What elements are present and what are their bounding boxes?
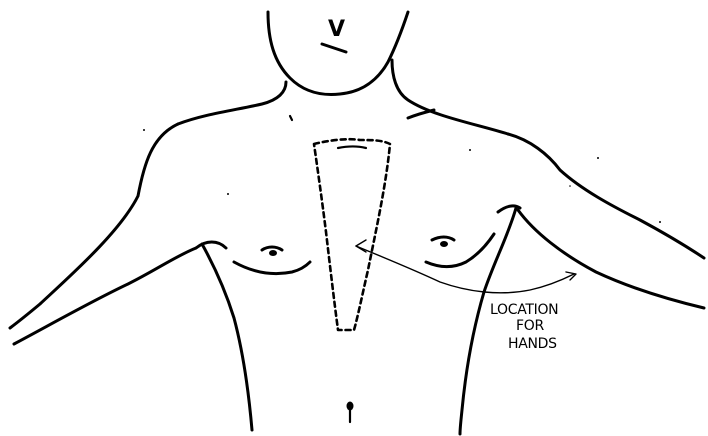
left-torso-side: [202, 244, 252, 430]
chin-mark-letter: V: [328, 17, 345, 42]
print-specks: [143, 129, 661, 223]
callout-line-3: HANDS: [508, 336, 557, 352]
neck-left-outline: [178, 82, 286, 124]
left-shoulder-outline: [10, 124, 178, 328]
neck-right-outline: [392, 60, 508, 134]
right-armpit-outline: [518, 210, 704, 308]
right-clavicle-mark: [408, 110, 434, 118]
left-clavicle-mark: [290, 116, 292, 120]
callout-line-1: LOCATION: [490, 302, 558, 318]
left-armpit-outline: [14, 248, 196, 344]
chin-mark-underline: [322, 44, 346, 52]
callout-line-2: FOR: [516, 318, 544, 334]
callout-pointer: [356, 246, 574, 293]
sternum-top-stroke: [338, 147, 366, 149]
sternum-outline: [314, 139, 390, 330]
left-pectoral-curve: [234, 262, 310, 274]
left-nipple: [262, 247, 282, 256]
right-nipple: [432, 237, 454, 247]
navel: [347, 402, 354, 423]
left-armpit-fold: [196, 242, 226, 248]
right-shoulder-outline: [508, 134, 704, 258]
